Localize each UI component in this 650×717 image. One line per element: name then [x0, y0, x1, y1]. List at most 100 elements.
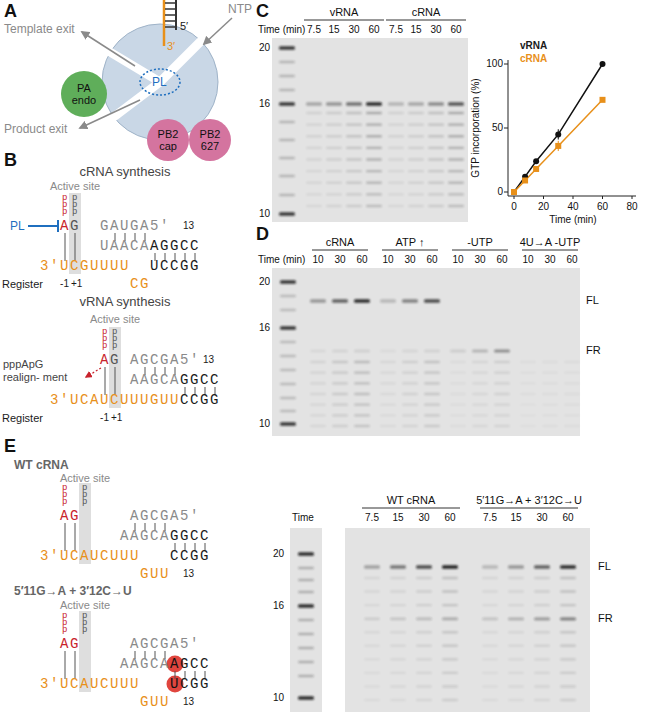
gel-band: [390, 631, 406, 633]
gel-band: [332, 414, 348, 416]
rna-sequence: CGG: [180, 676, 210, 692]
gel-band: [450, 393, 466, 395]
gel-band: [442, 577, 458, 579]
gel-band: [306, 193, 322, 195]
gel-band: [306, 170, 322, 172]
gel-band: [326, 170, 342, 172]
rna-sequence: AGCGA5′: [130, 636, 200, 652]
base-pair: [165, 20, 175, 22]
rna-sequence: 3′UC: [40, 258, 80, 274]
rna-sequence: 3′UCAU: [40, 548, 100, 564]
rna-sequence: CUUU: [100, 548, 140, 564]
gel-band: [428, 112, 444, 114]
lane-bracket: [382, 250, 438, 251]
time-point: 60: [426, 254, 437, 266]
gel-band: [280, 355, 296, 357]
rna-sequence: A: [100, 352, 110, 368]
rna-sequence: GCC: [180, 656, 210, 672]
gel-band: [380, 371, 396, 373]
rna-sequence: GGCC: [170, 528, 210, 544]
gel-band: [542, 371, 558, 373]
gel-band: [424, 403, 440, 405]
axis-title: GTP incorporation (%): [470, 78, 482, 177]
gel-band: [380, 414, 396, 416]
lane-group: vRNA: [330, 6, 359, 19]
gel-band: [450, 361, 466, 363]
gel-band: [482, 565, 498, 569]
gel-band: [326, 182, 342, 184]
gel-band: [448, 205, 464, 207]
gel-band: [298, 604, 314, 608]
lane-group: cRNA: [412, 6, 441, 19]
rna-sequence: AG: [60, 508, 80, 524]
inhibition-bar: [28, 220, 58, 232]
gel-band: [442, 590, 458, 592]
gel-band: [388, 170, 404, 172]
gel-band: [450, 382, 466, 384]
gel-band: [390, 685, 406, 687]
rna-sequence: GAUGA5′: [100, 218, 170, 234]
strand-end: 5′: [180, 20, 188, 33]
gel-band: [534, 631, 550, 633]
position-number: 13: [183, 568, 194, 580]
gel-band: [424, 425, 440, 427]
gel-band: [346, 123, 362, 125]
domain-name: PA endo: [65, 82, 103, 106]
gel-band: [560, 699, 576, 701]
gel-band: [366, 112, 382, 114]
gel-band: [424, 382, 440, 384]
register-number: +1: [71, 278, 82, 290]
gel-band: [306, 147, 322, 149]
time-point: 30: [418, 512, 429, 524]
base-pair: [115, 367, 116, 395]
gel-band: [560, 577, 576, 579]
gel-band: [280, 383, 296, 385]
gel-band: [332, 425, 348, 427]
gel-band: [354, 414, 370, 416]
time-point: 60: [562, 512, 573, 524]
tick-label: 80: [626, 201, 637, 213]
rna-sequence: CUUU: [100, 676, 140, 692]
tick-label: 0: [497, 186, 503, 198]
gel-band: [442, 565, 458, 569]
tick-label: 40: [567, 201, 578, 213]
gel-band: [346, 193, 362, 195]
gel-band: [416, 699, 432, 701]
gel-band: [390, 565, 406, 569]
gel-band: [560, 645, 576, 647]
position-number: 13: [203, 354, 214, 366]
gel-band: [332, 393, 348, 395]
gel-band: [326, 135, 342, 137]
gel-band: [279, 157, 295, 159]
template-strand: [163, 0, 166, 46]
gel-band: [442, 617, 458, 620]
gel-band: [442, 617, 458, 619]
data-point: [555, 143, 561, 149]
gel-band: [482, 672, 498, 674]
gel-band: [332, 371, 348, 373]
gel-band: [306, 112, 322, 114]
gel-band: [534, 645, 550, 647]
gel-band: [364, 672, 380, 674]
gel-band: [408, 182, 424, 184]
base-pair: [165, 26, 175, 28]
panel-heading: WT cRNA: [14, 458, 69, 472]
base-pair: [75, 523, 76, 551]
gel-band: [534, 658, 550, 660]
domain-circle: PB2 627: [189, 119, 231, 161]
base-pair: [105, 367, 106, 395]
gel-band: [310, 414, 326, 416]
gel-band: [428, 158, 444, 160]
rna-sequence: AGGCC: [150, 238, 200, 254]
time-point: 15: [510, 512, 521, 524]
gel-band: [448, 193, 464, 195]
gel-band: [279, 121, 295, 123]
time-point: 30: [404, 254, 415, 266]
gel-band: [482, 590, 498, 592]
time-point: 30: [474, 254, 485, 266]
rna-sequence: UAACA: [100, 238, 150, 254]
register-label: Register: [2, 278, 43, 291]
gel-band: [424, 299, 440, 303]
gel-band: [428, 205, 444, 207]
gel-band: [354, 393, 370, 395]
